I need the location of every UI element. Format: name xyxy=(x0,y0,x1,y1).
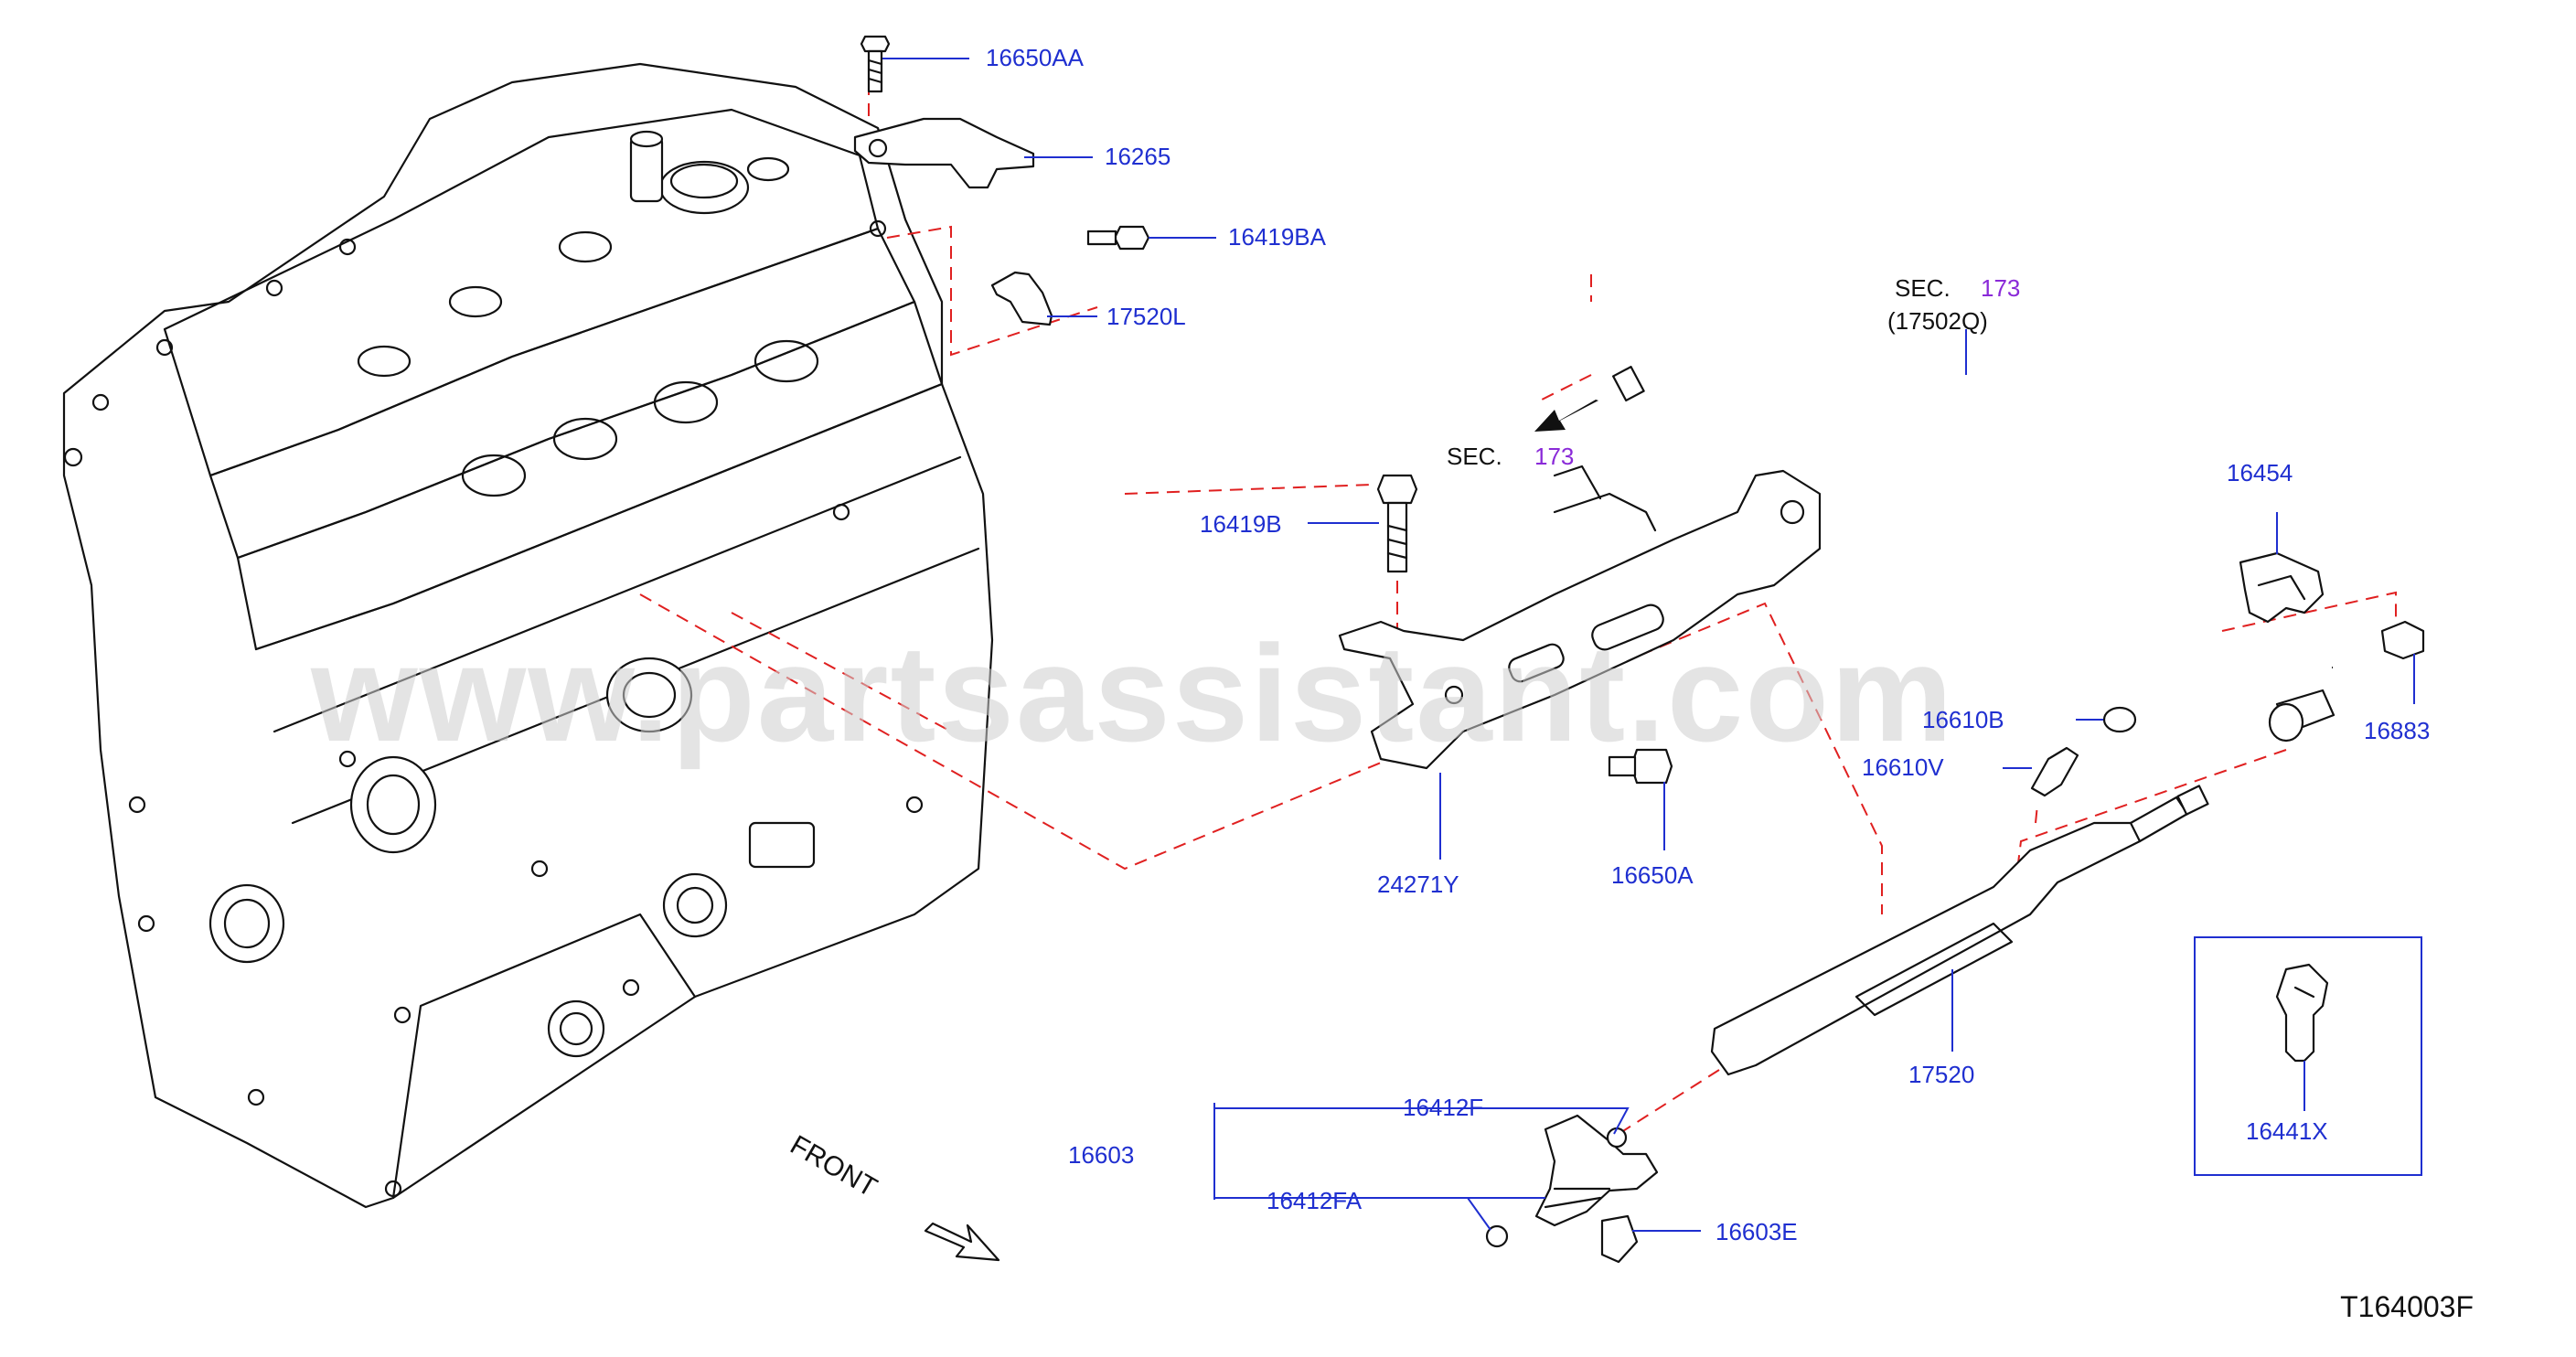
label-16610V[interactable]: 16610V xyxy=(1862,753,1944,781)
section-prefix-2: SEC. xyxy=(1447,443,1502,470)
label-16650AA[interactable]: 16650AA xyxy=(986,44,1085,71)
part-16610B-cap[interactable] xyxy=(2102,706,2137,733)
label-16412F[interactable]: 16412F xyxy=(1403,1094,1483,1121)
label-16603E[interactable]: 16603E xyxy=(1716,1218,1798,1245)
part-16412FA-o-ring[interactable] xyxy=(1485,1224,1509,1248)
part-16650AA-bolt[interactable] xyxy=(860,35,891,93)
part-16265-bracket[interactable] xyxy=(853,117,1035,189)
label-16883[interactable]: 16883 xyxy=(2364,717,2430,744)
part-16650A-bolt[interactable] xyxy=(1608,748,1673,785)
section-sub-1: (17502Q) xyxy=(1887,307,1988,335)
front-arrow-icon xyxy=(924,1222,1000,1262)
part-16441X-sensor[interactable] xyxy=(2275,963,2329,1063)
label-16454[interactable]: 16454 xyxy=(2227,459,2293,486)
fuel-hose-17502Q xyxy=(1612,326,2336,743)
part-16454-clip[interactable] xyxy=(2239,551,2325,624)
part-16610V-valve[interactable] xyxy=(2030,746,2079,797)
label-16650A[interactable]: 16650A xyxy=(1611,861,1694,889)
part-16603-injector[interactable] xyxy=(1534,1114,1659,1227)
part-16412F-o-ring[interactable] xyxy=(1606,1127,1628,1149)
engine-bolt-heads xyxy=(63,219,924,1198)
inset-box-16441X xyxy=(2194,936,2422,1176)
part-16419B-bolt[interactable] xyxy=(1376,474,1418,573)
part-17520-fuel-rail[interactable] xyxy=(1710,785,2209,1076)
leader-lines xyxy=(882,58,2415,1232)
part-24271Y-heat-shield[interactable] xyxy=(1338,465,1822,770)
watermark: www.partsassistant.com xyxy=(310,616,1954,770)
label-16412FA[interactable]: 16412FA xyxy=(1267,1187,1363,1214)
section-prefix-1: SEC. xyxy=(1895,274,1951,302)
engine-assembly xyxy=(62,62,994,1209)
section-arrow xyxy=(1534,400,1598,432)
part-labels: 16650AA 16265 16419BA 17520L 16419B 2427… xyxy=(786,44,2474,1323)
part-16603E-clip[interactable] xyxy=(1600,1214,1639,1264)
label-16603[interactable]: 16603 xyxy=(1068,1141,1134,1169)
label-16419BA[interactable]: 16419BA xyxy=(1228,223,1327,251)
part-16883-clip[interactable] xyxy=(2380,620,2425,660)
label-16419B[interactable]: 16419B xyxy=(1200,510,1282,538)
part-16419BA-bolt[interactable] xyxy=(1086,225,1150,251)
reference-dashed-lines xyxy=(639,82,2397,1135)
drawing-code: T164003F xyxy=(2340,1290,2474,1323)
label-17520L[interactable]: 17520L xyxy=(1106,303,1186,330)
label-16265[interactable]: 16265 xyxy=(1105,143,1170,170)
section-number-1[interactable]: 173 xyxy=(1981,274,2020,302)
part-17520L-bracket[interactable] xyxy=(990,271,1053,326)
section-number-2[interactable]: 173 xyxy=(1534,443,1574,470)
label-17520[interactable]: 17520 xyxy=(1908,1061,1974,1088)
front-label: FRONT xyxy=(786,1129,882,1202)
label-16441X[interactable]: 16441X xyxy=(2246,1117,2328,1145)
label-16610B[interactable]: 16610B xyxy=(1922,706,2004,733)
label-24271Y[interactable]: 24271Y xyxy=(1377,871,1459,898)
